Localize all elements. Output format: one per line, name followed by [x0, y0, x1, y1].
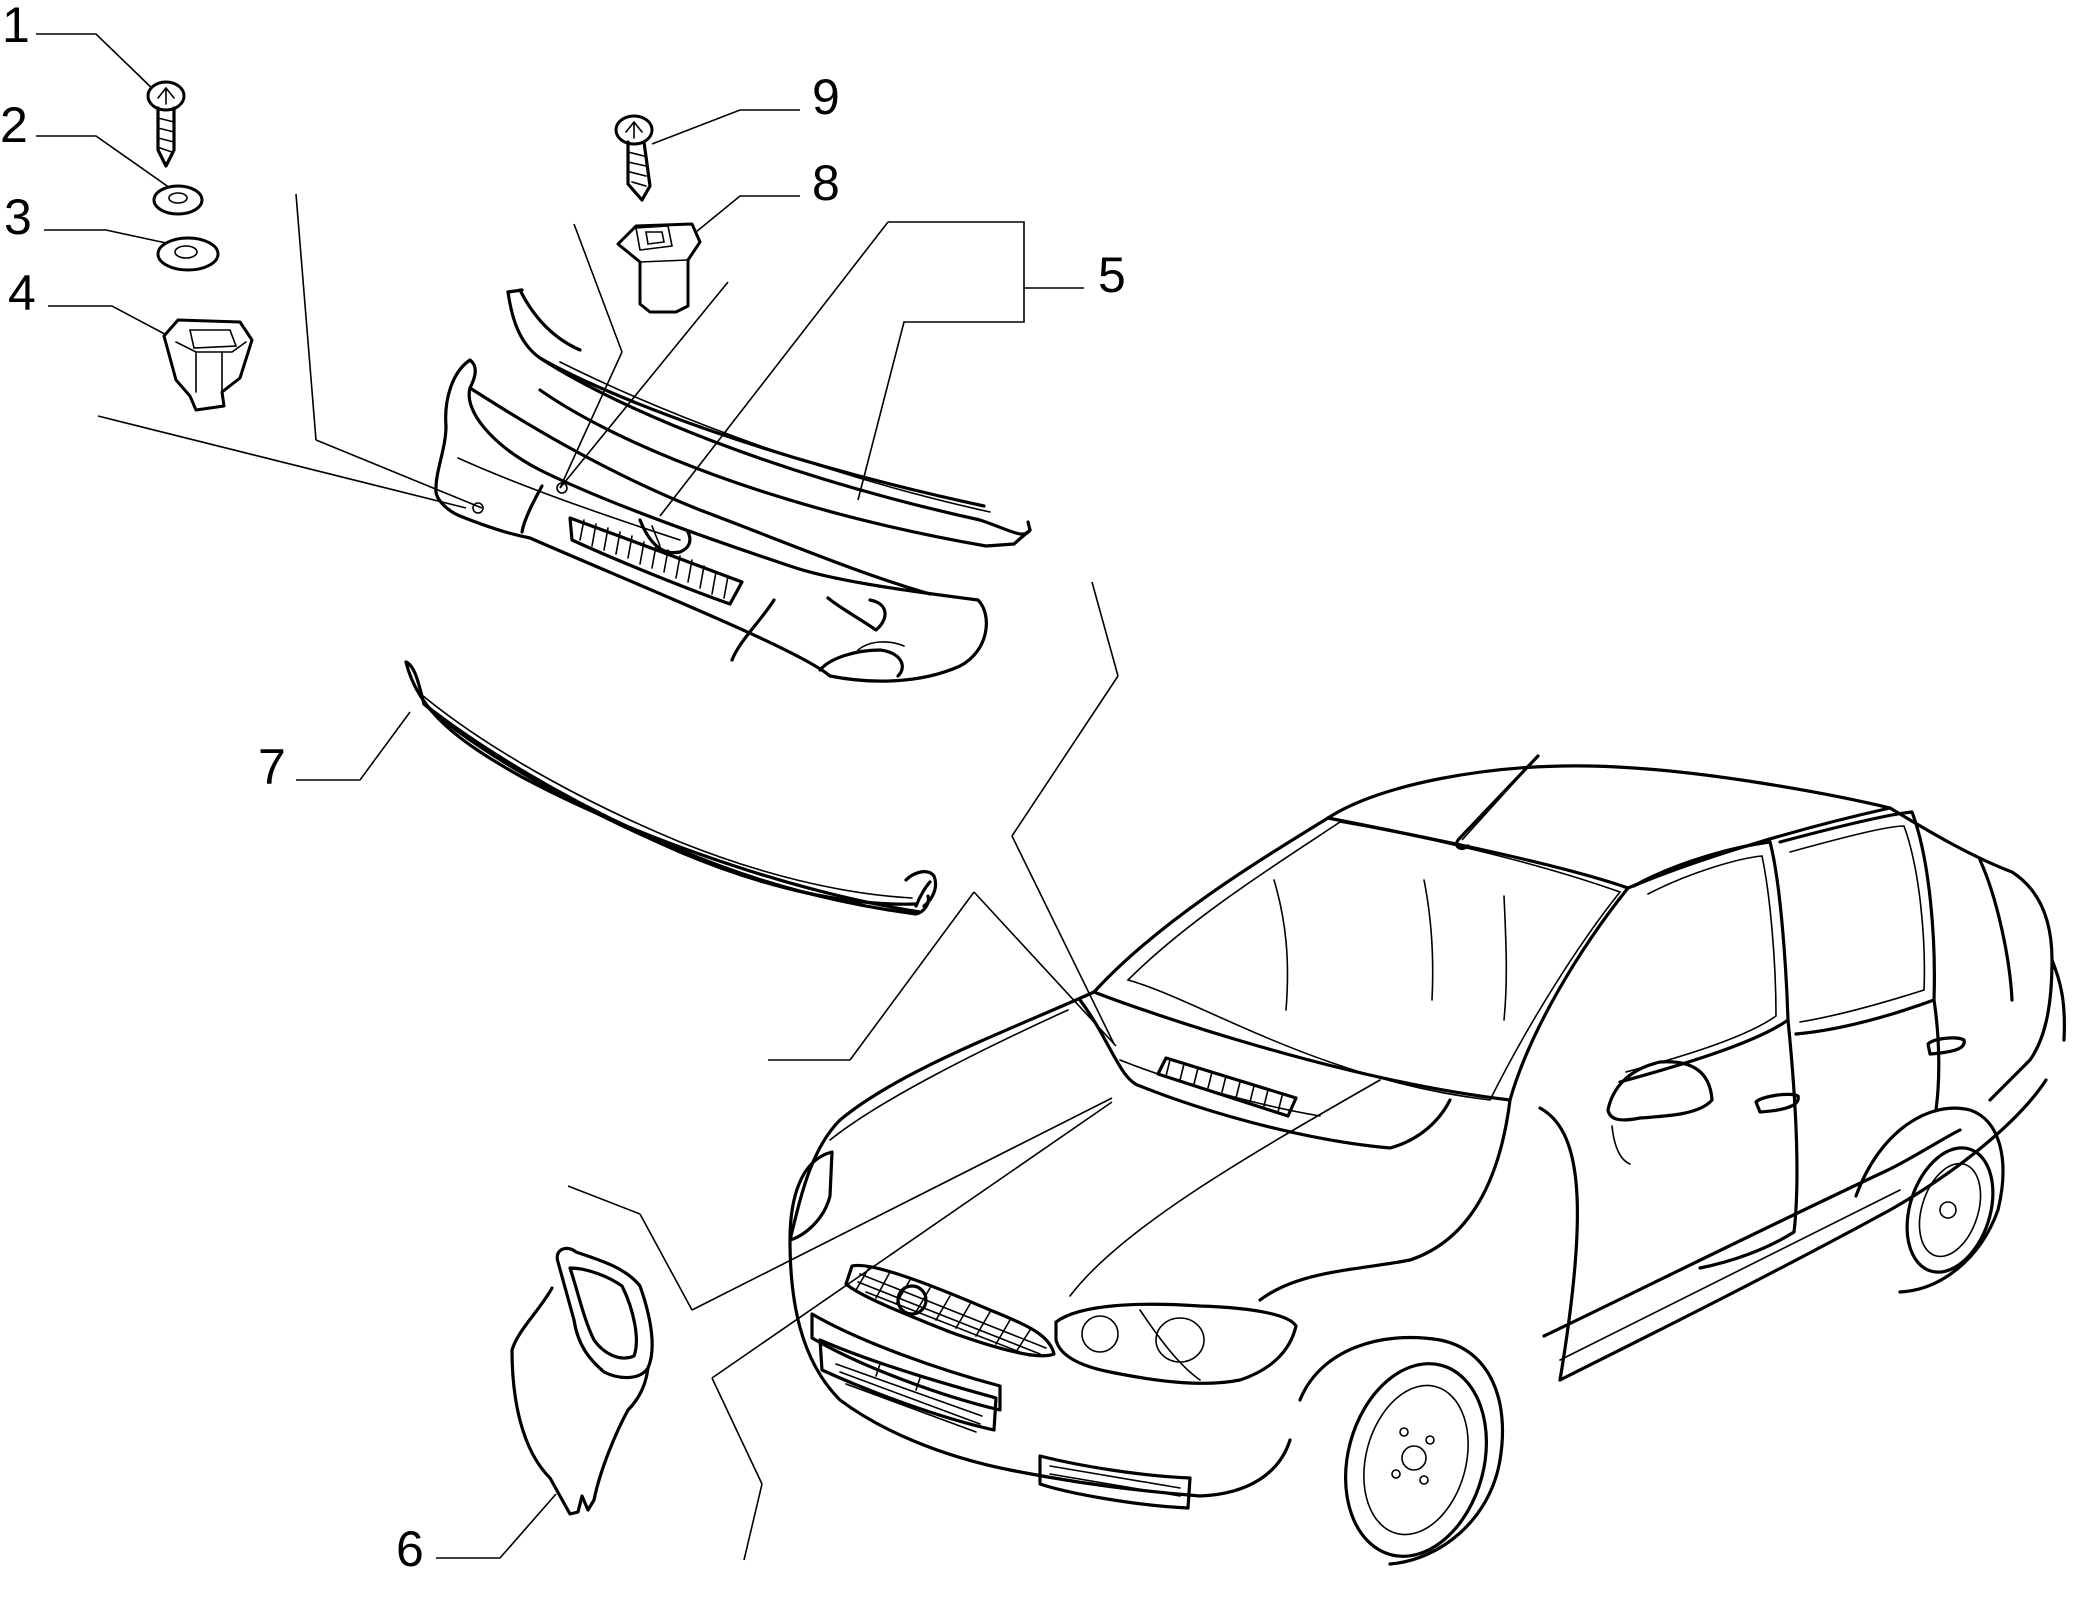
gasket-6: [510, 1246, 654, 1516]
leader-5-bracket: [857, 221, 1025, 501]
screw-1-icon: [146, 80, 186, 168]
screw-9-icon: [614, 114, 654, 202]
callout-1: 1: [2, 0, 30, 53]
leader-2: [36, 135, 171, 189]
washer-3-icon: [156, 236, 220, 272]
callout-5: 5: [1098, 247, 1126, 303]
washer-2-icon: [152, 184, 204, 216]
callout-8: 8: [812, 155, 840, 211]
leader-8: [695, 195, 800, 233]
callout-4: 4: [8, 265, 36, 321]
leader-lines: [36, 33, 1084, 1559]
vent-grille-slats: [579, 519, 729, 599]
car-illustration: [788, 754, 2066, 1566]
cowl-panel-5: [434, 288, 1032, 683]
callout-3: 3: [4, 189, 32, 245]
leader-6: [436, 1493, 557, 1559]
leader-3: [44, 229, 181, 247]
leader-9: [651, 109, 800, 145]
leader-5-diagonal: [659, 221, 889, 517]
callout-2: 2: [0, 97, 28, 153]
seal-strip-7: [404, 660, 938, 916]
callout-6: 6: [396, 1521, 424, 1577]
clip-4-icon: [162, 318, 254, 412]
clip-8-icon: [616, 222, 702, 314]
leader-4: [48, 305, 177, 341]
leader-7: [296, 711, 411, 781]
leader-1: [36, 33, 161, 97]
callout-7: 7: [258, 739, 286, 795]
reference-lines: [97, 193, 1539, 1561]
callout-9: 9: [812, 69, 840, 125]
